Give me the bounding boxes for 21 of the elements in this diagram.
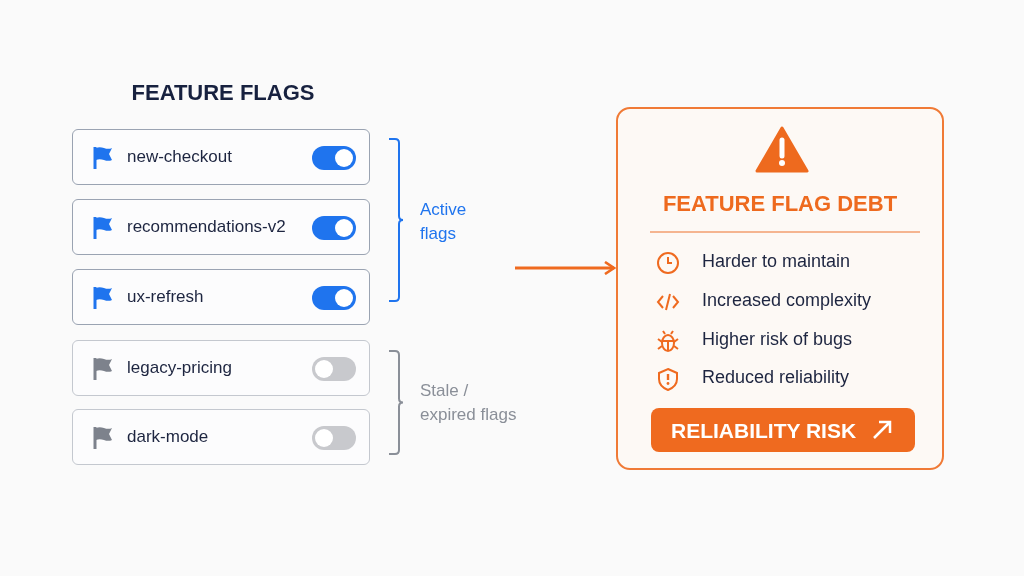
flag-name: recommendations-v2 [127,217,286,237]
flag-row [72,199,370,255]
risk-text: Higher risk of bugs [702,329,853,350]
card-title: FEATURE FLAG DEBT [661,191,899,217]
heading: FEATURE FLAGS [130,80,316,106]
flag-name: dark-mode [127,427,209,447]
warning-card [616,107,944,470]
flag-row [72,129,370,185]
arrow [515,260,616,276]
flag-name: new-checkout [127,147,232,167]
bracket-label: Stale / expired flags [420,380,518,426]
flag-row [72,409,370,465]
flag-name: legacy-pricing [127,358,232,378]
risk-badge: RELIABILITY RISK [651,408,915,452]
flag-row [72,340,370,396]
risk-text: Increased complexity [702,290,872,311]
flag-name: ux-refresh [127,287,204,307]
risk-text: Harder to maintain [702,251,851,272]
flag-row [72,269,370,325]
bracket-label: Active flags [420,199,468,245]
risk-text: Reduced reliability [702,367,850,388]
